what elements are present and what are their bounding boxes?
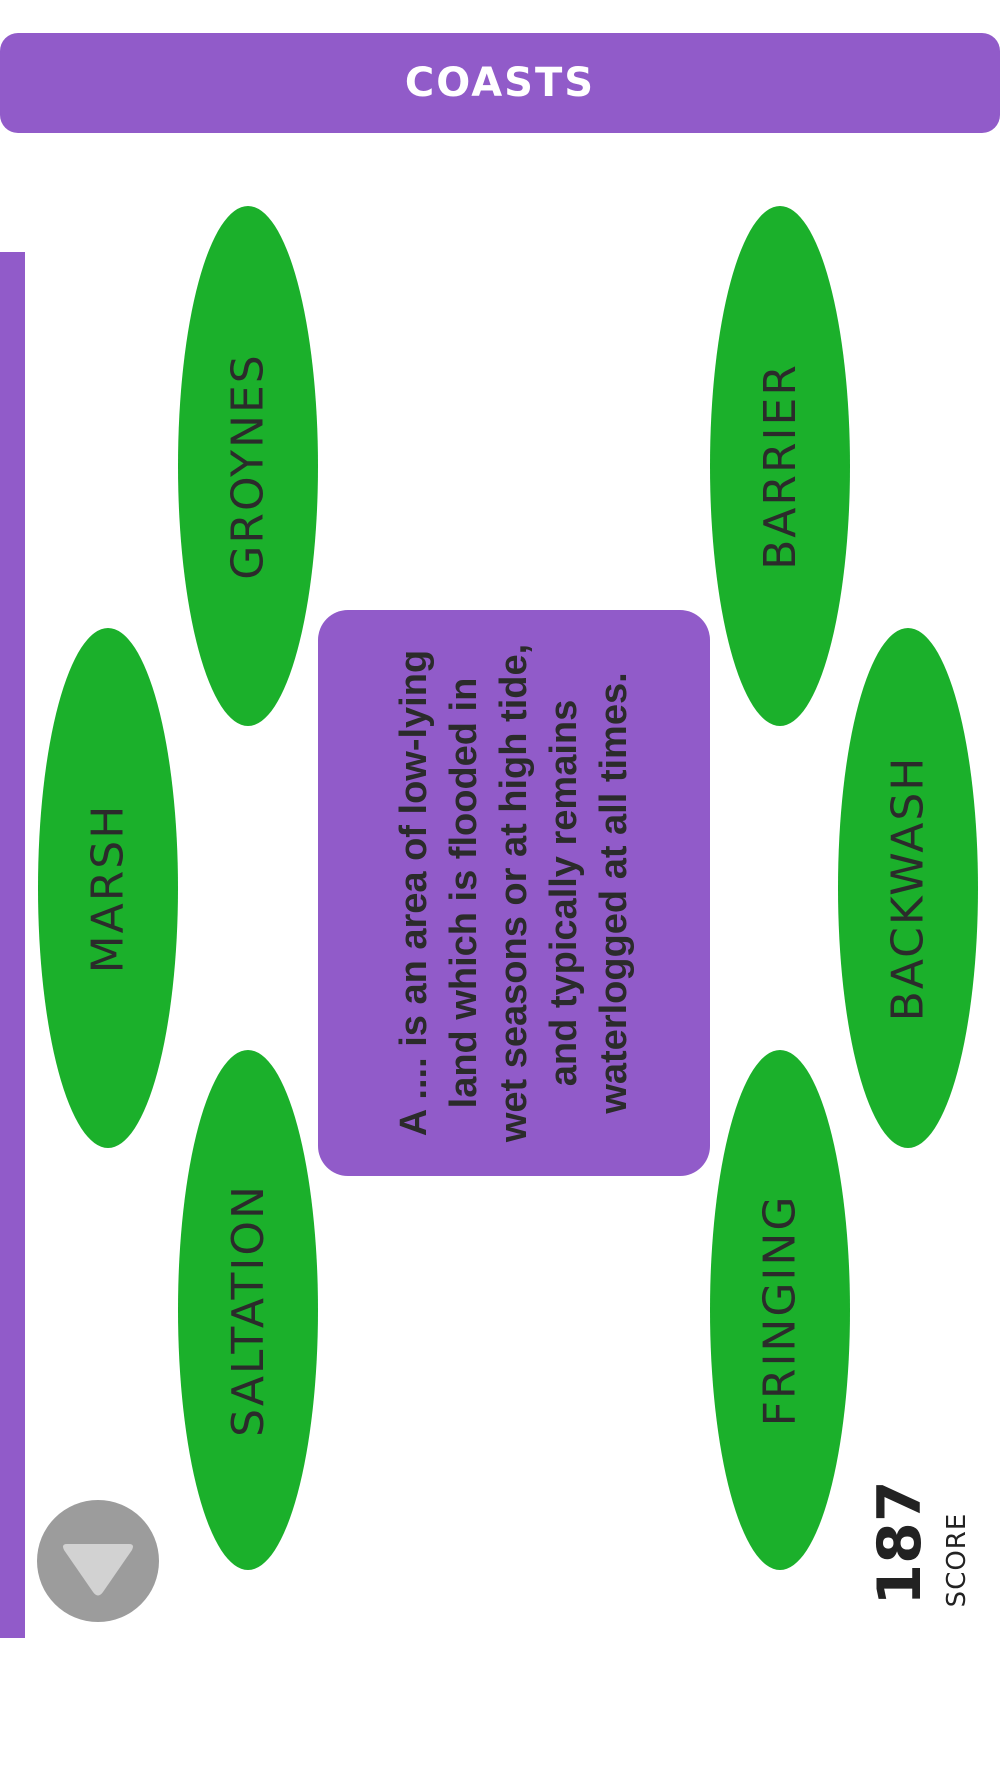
triangle-down-icon <box>63 1544 133 1596</box>
answer-label: FRINGING <box>754 1194 806 1426</box>
answer-label: MARSH <box>82 803 134 973</box>
answer-oval-barrier[interactable]: BARRIER <box>710 206 850 726</box>
answer-oval-fringing[interactable]: FRINGING <box>710 1050 850 1570</box>
title-bar: COASTS <box>0 33 1000 133</box>
game-title: COASTS <box>404 60 596 106</box>
answer-oval-marsh[interactable]: MARSH <box>38 628 178 1148</box>
answer-label: GROYNES <box>222 352 274 580</box>
down-button[interactable] <box>37 1500 159 1622</box>
answer-oval-saltation[interactable]: SALTATION <box>178 1050 318 1570</box>
score-value: 187 <box>865 1480 935 1606</box>
answer-oval-backwash[interactable]: BACKWASH <box>838 628 978 1148</box>
answer-label: BACKWASH <box>882 755 934 1021</box>
answer-label: SALTATION <box>222 1183 274 1437</box>
score-label: SCORE <box>942 1512 972 1608</box>
score-display: 187 SCORE <box>845 1480 985 1628</box>
timer-bar <box>0 252 25 1638</box>
answer-oval-groynes[interactable]: GROYNES <box>178 206 318 726</box>
question-card: A .... is an area of low-lying land whic… <box>318 610 710 1176</box>
question-text: A .... is an area of low-lying land whic… <box>393 643 635 1143</box>
answer-label: BARRIER <box>754 362 806 570</box>
